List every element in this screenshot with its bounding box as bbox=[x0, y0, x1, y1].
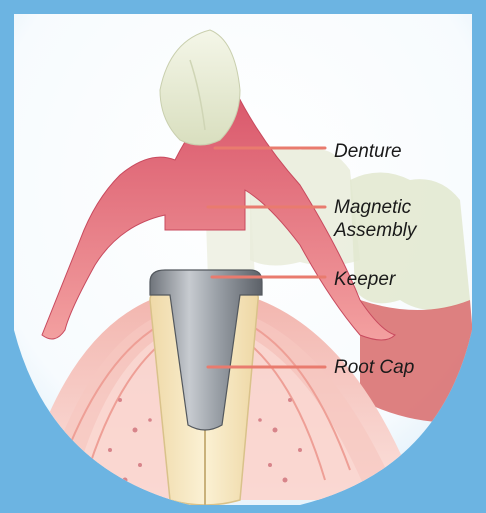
magnetic-assembly-label-line1: Magnetic bbox=[334, 196, 416, 219]
keeper-label: Keeper bbox=[334, 268, 395, 291]
keeper-label-text: Keeper bbox=[334, 269, 395, 290]
denture-label-text: Denture bbox=[334, 141, 402, 162]
root-cap-label-text: Root Cap bbox=[334, 357, 414, 378]
magnetic-assembly-label-line2: Assembly bbox=[334, 219, 416, 242]
root-cap-label: Root Cap bbox=[334, 356, 414, 379]
magnetic-assembly-label: Magnetic Assembly bbox=[334, 196, 416, 242]
denture-label: Denture bbox=[334, 140, 402, 163]
